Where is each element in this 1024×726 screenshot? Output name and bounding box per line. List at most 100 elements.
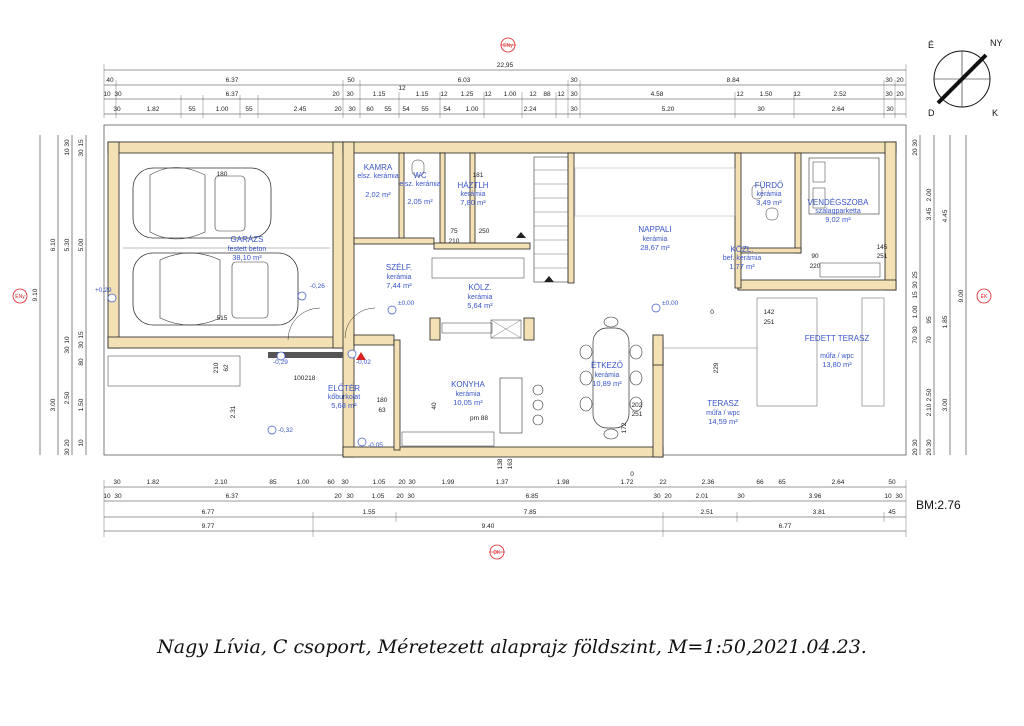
svg-text:TERASZ: TERASZ [707,399,739,408]
bottom-dim-r2: 1.05 [372,493,385,500]
right-dim: 30 [912,139,919,147]
building-walls [103,124,907,458]
top-dim-r1: 50 [347,77,355,84]
svg-text:festett beton: festett beton [228,246,267,253]
svg-text:kőburkolat: kőburkolat [328,394,360,401]
left-dim: 30 [64,346,71,354]
misc-label: 229 [713,362,720,373]
top-dim-r2: 20 [332,91,340,98]
right-dim: 25 [912,271,919,279]
left-dimensions: 9.10 6.10 3.00 30 10 5.30 10 30 2.50 20 … [32,135,87,456]
misc-label: 210 [213,362,220,373]
misc-label: 202 [632,402,643,409]
right-dim: 20 [912,148,919,156]
bottom-dim-r2: 2.01 [696,493,709,500]
top-dim-r1: 20 [896,77,904,84]
top-dim-r2: 10 [103,91,111,98]
top-dim-r3: 60 [366,106,374,113]
svg-text:KÖLZ.: KÖLZ. [468,283,491,292]
top-dim-r2: 6.37 [226,91,239,98]
svg-text:WC: WC [413,171,427,180]
room-konyha: KONYHA kerámia 10,05 m² [451,380,485,407]
right-dim: 30 [912,281,919,289]
top-dim-r2: 1.25 [461,91,474,98]
bottom-dim-r1: 1.82 [147,479,160,486]
top-dim-r3: 30 [570,106,578,113]
compass-label: É [928,40,934,50]
left-dim: 10 [78,439,85,447]
misc-label: 0 [630,471,634,478]
left-dim: 30 [64,448,71,456]
bottom-dim-r1: 2.36 [702,479,715,486]
svg-text:kerámia: kerámia [468,294,493,301]
level-label: +0,29 [95,287,112,294]
right-dim: 2.50 [926,388,933,401]
furniture [107,156,885,447]
bottom-dim-r1: 22 [659,479,667,486]
bottom-dim-r3: 7.85 [524,509,537,516]
benchmark-label: BM:2.76 [916,498,961,512]
misc-label: 251 [877,253,888,260]
svg-text:7,80 m²: 7,80 m² [460,198,486,207]
svg-text:ÉNy: ÉNy [15,293,25,300]
misc-label: 138 [497,458,504,469]
misc-label: 40 [431,402,438,410]
right-dim: 30 [912,439,919,447]
misc-label: 210 [449,238,460,245]
right-dim: 20 [926,448,933,456]
level-label: ±0,00 [662,300,679,307]
right-dim: 1.85 [942,315,949,328]
top-dim-r3: 1.00 [216,106,229,113]
svg-text:GARÁZS: GARÁZS [231,235,264,244]
level-label: -0,26 [310,283,325,290]
top-dim-r2: 2.52 [834,91,847,98]
misc-label: 62 [223,364,230,372]
bottom-dim-r2: 20 [664,493,672,500]
svg-text:10,89 m²: 10,89 m² [592,379,622,388]
top-dim-r3: 2.64 [832,106,845,113]
top-dim-r2: 20 [896,91,904,98]
svg-text:ÉNy: ÉNy [503,42,513,49]
bottom-dim-r3: 3.81 [813,509,826,516]
bottom-dim-r1: 1.98 [557,479,570,486]
orientation-markers: ÉNy DK ÉNy ÉK [12,37,992,560]
bottom-dim-r2: 20 [334,493,342,500]
svg-text:3,49 m²: 3,49 m² [756,198,782,207]
compass-label: NY [990,38,1003,48]
misc-label: 63 [378,407,386,414]
svg-text:13,80 m²: 13,80 m² [822,360,852,369]
left-dim: 6.10 [50,238,57,251]
top-dim-r2: 1.50 [760,91,773,98]
bottom-dim-r2: 20 [396,493,404,500]
right-dim: 30 [912,326,919,334]
bottom-dim-r1: 20 [398,479,406,486]
top-dim-r2: 12 [398,85,406,92]
bottom-dim-r1: 1.99 [442,479,455,486]
bottom-dim-r2: 6.37 [226,493,239,500]
top-dim-r2: 88 [543,91,551,98]
bottom-dim-r2: 3.96 [809,493,822,500]
level-label: ±0,00 [398,300,415,307]
top-dim-r3: 30 [348,106,356,113]
bottom-dim-r2: 30 [114,493,122,500]
svg-text:kerámia: kerámia [757,191,782,198]
top-dim-r1: 6.37 [226,77,239,84]
top-dim-r1: 40 [106,77,114,84]
left-dim: 3.00 [50,398,57,411]
top-dim-r2: 30 [885,91,893,98]
misc-label: 181 [473,172,484,179]
svg-text:szalagparketta: szalagparketta [815,208,861,215]
top-dim-r1: 30 [885,77,893,84]
right-dim: 20 [912,448,919,456]
left-dim: 15 [78,331,85,339]
right-dim: 30 [926,439,933,447]
top-dim-r2: 12 [440,91,448,98]
top-dim-r2: 1.15 [416,91,429,98]
bottom-dim-r1: 1.05 [373,479,386,486]
section-mark-left: ÉNy [12,288,28,304]
bottom-dim-r1: 66 [756,479,764,486]
misc-label: 218 [305,375,316,382]
level-label: -0,05 [368,442,383,449]
left-dim: 30 [64,139,71,147]
